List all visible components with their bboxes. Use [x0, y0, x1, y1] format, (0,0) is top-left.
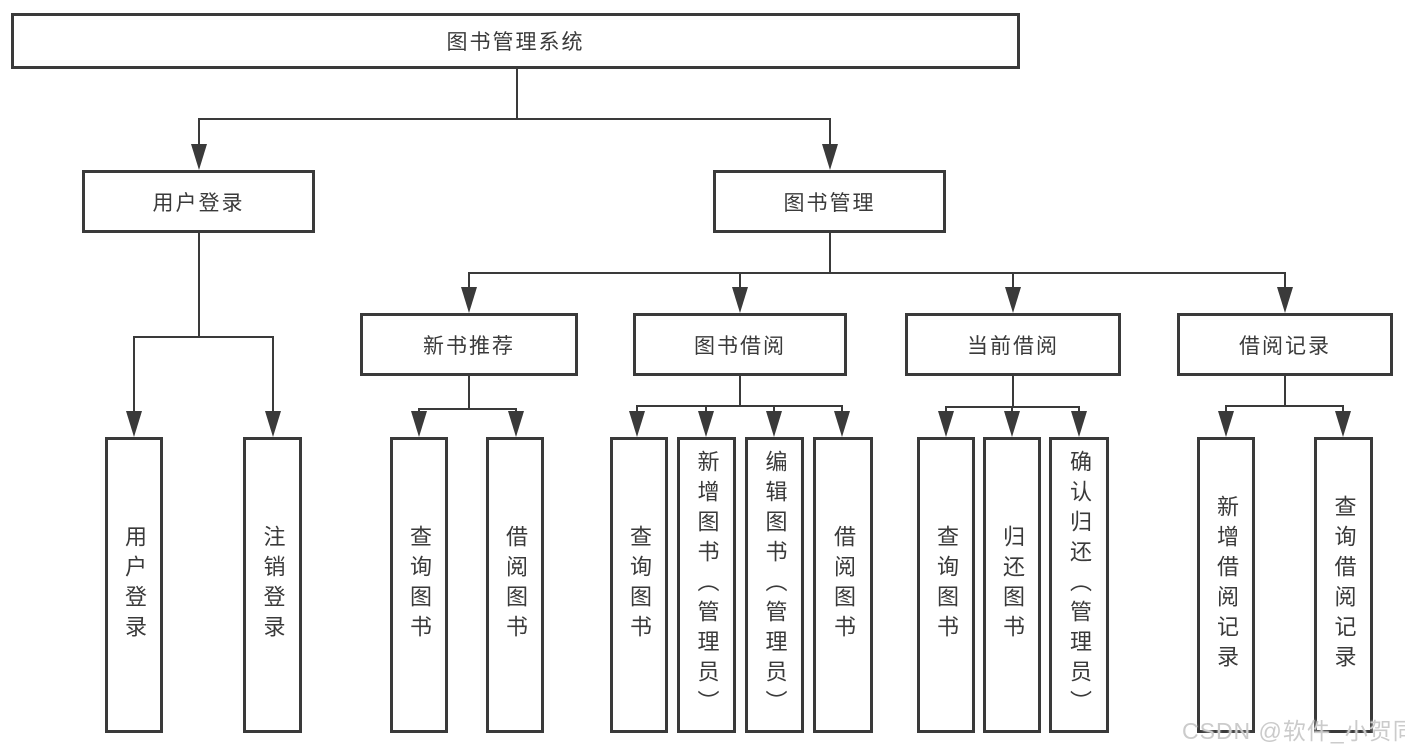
leaf-user-login-label: 用户登录	[122, 525, 147, 645]
connector-stem-g4-2	[1078, 406, 1080, 414]
leaf-edit-books-admin-label: 编辑图书（管理员）	[762, 450, 788, 720]
connector-records-stem	[1284, 376, 1286, 405]
leaf-return-books: 归还图书	[983, 437, 1041, 733]
leaf-query-borrow-record-label: 查询借阅记录	[1331, 495, 1357, 675]
node-book-management-label: 图书管理	[783, 191, 876, 215]
leaf-query-books-borrowing: 查询图书	[610, 437, 668, 733]
leaf-return-books-label: 归还图书	[1000, 525, 1025, 645]
connector-stem-g3-1	[705, 405, 707, 414]
connector-root-branch	[198, 118, 831, 120]
leaf-borrow-books-borrowing: 借阅图书	[813, 437, 873, 733]
connector-current-stem	[1012, 376, 1014, 406]
arrowhead-new-books	[461, 287, 477, 313]
leaf-add-books-admin: 新增图书（管理员）	[677, 437, 736, 733]
connector-stem-g3-2	[773, 405, 775, 414]
leaf-add-borrow-record-label: 新增借阅记录	[1214, 495, 1239, 675]
arrowhead-borrowing	[732, 287, 748, 313]
arrowhead-leaf-logout	[265, 411, 281, 437]
node-user-login: 用户登录	[82, 170, 315, 233]
node-library-system-label: 图书管理系统	[446, 31, 585, 54]
connector-borrowing-branch	[636, 405, 843, 407]
leaf-logout: 注销登录	[243, 437, 302, 733]
arrowhead-g3-0	[629, 411, 645, 437]
arrowhead-g3-1	[698, 411, 714, 437]
leaf-borrow-books-borrowing-label: 借阅图书	[831, 525, 856, 645]
node-book-management: 图书管理	[713, 170, 946, 233]
leaf-query-books-current-label: 查询图书	[934, 525, 959, 645]
connector-stem-user-login	[198, 118, 200, 148]
connector-stem-g3-3	[841, 405, 843, 414]
node-library-system: 图书管理系统	[11, 13, 1020, 69]
connector-newbooks-stem	[468, 376, 470, 408]
leaf-query-books-borrowing-label: 查询图书	[627, 525, 652, 645]
connector-stem-current	[1012, 272, 1014, 289]
leaf-add-borrow-record: 新增借阅记录	[1197, 437, 1255, 733]
connector-stem-borrowing	[739, 272, 741, 289]
connector-stem-book-mgmt	[829, 118, 831, 148]
connector-newbooks-branch	[418, 408, 517, 410]
leaf-edit-books-admin: 编辑图书（管理员）	[745, 437, 804, 733]
connector-stem-g5-0	[1225, 405, 1227, 414]
csdn-watermark: CSDN @软件_小贺同学	[1182, 718, 1405, 744]
arrowhead-records	[1277, 287, 1293, 313]
connector-bookmgmt-stem	[829, 233, 831, 272]
arrowhead-g5-0	[1218, 411, 1234, 437]
arrowhead-book-mgmt	[822, 144, 838, 170]
arrowhead-g5-1	[1335, 411, 1351, 437]
leaf-query-books-recommend: 查询图书	[390, 437, 448, 733]
connector-stem-g3-0	[636, 405, 638, 414]
leaf-query-books-current: 查询图书	[917, 437, 975, 733]
arrowhead-g4-0	[938, 411, 954, 437]
connector-stem-new-books	[468, 272, 470, 289]
node-current-borrowing: 当前借阅	[905, 313, 1121, 376]
arrowhead-g3-3	[834, 411, 850, 437]
leaf-confirm-return-admin-label: 确认归还（管理员）	[1067, 450, 1092, 720]
leaf-logout-label: 注销登录	[260, 525, 286, 645]
arrowhead-g4-2	[1071, 411, 1087, 437]
connector-stem-leaf-login	[133, 336, 135, 413]
node-book-borrowing-label: 图书借阅	[694, 334, 786, 358]
arrowhead-g4-1	[1004, 411, 1020, 437]
arrowhead-g2-1	[508, 411, 524, 437]
node-book-borrowing: 图书借阅	[633, 313, 847, 376]
connector-userlogin-stem	[198, 233, 200, 336]
node-user-login-label: 用户登录	[152, 191, 245, 215]
connector-borrowing-stem	[739, 376, 741, 405]
leaf-borrow-books-recommend: 借阅图书	[486, 437, 544, 733]
node-current-borrowing-label: 当前借阅	[967, 334, 1059, 358]
connector-stem-g4-0	[945, 406, 947, 414]
connector-records-branch	[1225, 405, 1343, 407]
node-borrow-records: 借阅记录	[1177, 313, 1393, 376]
connector-bookmgmt-branch	[468, 272, 1286, 274]
leaf-add-books-admin-label: 新增图书（管理员）	[694, 450, 720, 720]
connector-stem-leaf-logout	[272, 336, 274, 413]
connector-stem-g5-1	[1342, 405, 1344, 414]
connector-stem-records	[1284, 272, 1286, 289]
arrowhead-g2-0	[411, 411, 427, 437]
connector-root-stem	[516, 69, 518, 118]
leaf-confirm-return-admin: 确认归还（管理员）	[1049, 437, 1109, 733]
leaf-query-borrow-record: 查询借阅记录	[1314, 437, 1373, 733]
node-new-book-recommendation-label: 新书推荐	[423, 334, 515, 358]
leaf-user-login: 用户登录	[105, 437, 163, 733]
connector-stem-g4-1	[1011, 406, 1013, 414]
arrowhead-user-login	[191, 144, 207, 170]
connector-userlogin-branch	[133, 336, 274, 338]
leaf-borrow-books-recommend-label: 借阅图书	[503, 525, 528, 645]
node-new-book-recommendation: 新书推荐	[360, 313, 578, 376]
arrowhead-leaf-login	[126, 411, 142, 437]
leaf-query-books-recommend-label: 查询图书	[407, 525, 432, 645]
arrowhead-g3-2	[766, 411, 782, 437]
arrowhead-current	[1005, 287, 1021, 313]
node-borrow-records-label: 借阅记录	[1239, 334, 1331, 358]
